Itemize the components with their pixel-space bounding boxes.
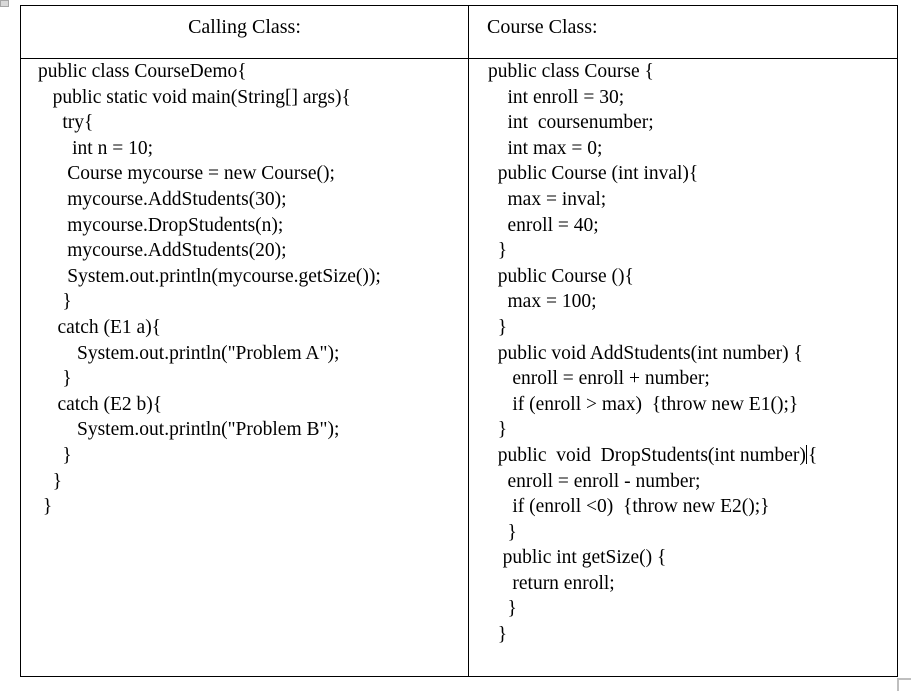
code-line: enroll = 40;	[488, 214, 599, 236]
course-class-header-label: Course Class:	[487, 16, 598, 38]
code-line: }	[38, 368, 72, 390]
code-line: System.out.println(mycourse.getSize());	[38, 265, 381, 287]
code-line: try{	[38, 112, 94, 134]
code-line: }	[488, 521, 517, 543]
code-line: max = inval;	[488, 188, 607, 210]
code-line: public class CourseDemo{	[38, 61, 247, 82]
code-line: mycourse.AddStudents(20);	[38, 240, 287, 262]
code-line: }	[488, 316, 508, 338]
code-line: if (enroll <0) {throw new E2();}	[488, 496, 770, 518]
code-line: enroll = enroll - number;	[488, 470, 701, 492]
resize-handle-icon[interactable]	[897, 678, 911, 691]
code-line: enroll = enroll + number;	[488, 368, 710, 390]
code-line: mycourse.AddStudents(30);	[38, 188, 287, 210]
code-line: public Course (int inval){	[488, 163, 699, 185]
code-line: catch (E1 a){	[38, 316, 162, 338]
code-line: if (enroll > max) {throw new E1();}	[488, 393, 799, 415]
code-line: }	[38, 291, 72, 313]
header-cell-calling-class: Calling Class:	[20, 5, 469, 59]
code-line: }	[38, 470, 62, 492]
header-cell-course-class: Course Class:	[468, 5, 898, 59]
code-line: public Course (){	[488, 265, 634, 287]
code-line: }	[488, 240, 508, 262]
code-cell-calling-class: public class CourseDemo{ public static v…	[20, 58, 469, 677]
code-line: }	[488, 419, 508, 441]
code-line: public class Course {	[488, 61, 654, 82]
code-line: int coursenumber;	[488, 112, 654, 134]
code-line: System.out.println("Problem B");	[38, 419, 340, 441]
code-cell-course-class: public class Course { int enroll = 30; i…	[468, 58, 898, 677]
table-body-row: public class CourseDemo{ public static v…	[20, 58, 898, 677]
code-line: public void AddStudents(int number) {	[488, 342, 803, 364]
calling-class-header-label: Calling Class:	[188, 16, 301, 38]
code-line: mycourse.DropStudents(n);	[38, 214, 284, 236]
code-line: }	[488, 598, 517, 620]
code-line: Course mycourse = new Course();	[38, 163, 335, 185]
code-line: public int getSize() {	[488, 547, 667, 569]
page-corner-artifact	[0, 0, 9, 7]
code-line: int n = 10;	[38, 137, 154, 159]
table-header-row: Calling Class: Course Class:	[20, 5, 898, 59]
code-line: public static void main(String[] args){	[38, 86, 351, 108]
code-line: }	[38, 444, 72, 466]
code-line: return enroll;	[488, 572, 615, 594]
code-line-text-tail: {	[807, 444, 818, 466]
text-cursor-icon	[806, 444, 808, 464]
code-line: public void DropStudents(int number){	[488, 443, 897, 469]
code-line: System.out.println("Problem A");	[38, 342, 340, 364]
code-line: }	[488, 624, 508, 646]
code-comparison-table: Calling Class: Course Class: public clas…	[20, 5, 898, 677]
code-line: max = 100;	[488, 291, 597, 313]
calling-class-code-listing: public class CourseDemo{ public static v…	[21, 59, 468, 520]
code-line: int enroll = 30;	[488, 86, 625, 108]
course-class-code-listing: public class Course { int enroll = 30; i…	[469, 59, 897, 648]
code-line: }	[38, 496, 53, 518]
code-line: int max = 0;	[488, 137, 603, 159]
code-line: catch (E2 b){	[38, 393, 163, 415]
code-line-text: public void DropStudents(int number)	[488, 444, 806, 466]
